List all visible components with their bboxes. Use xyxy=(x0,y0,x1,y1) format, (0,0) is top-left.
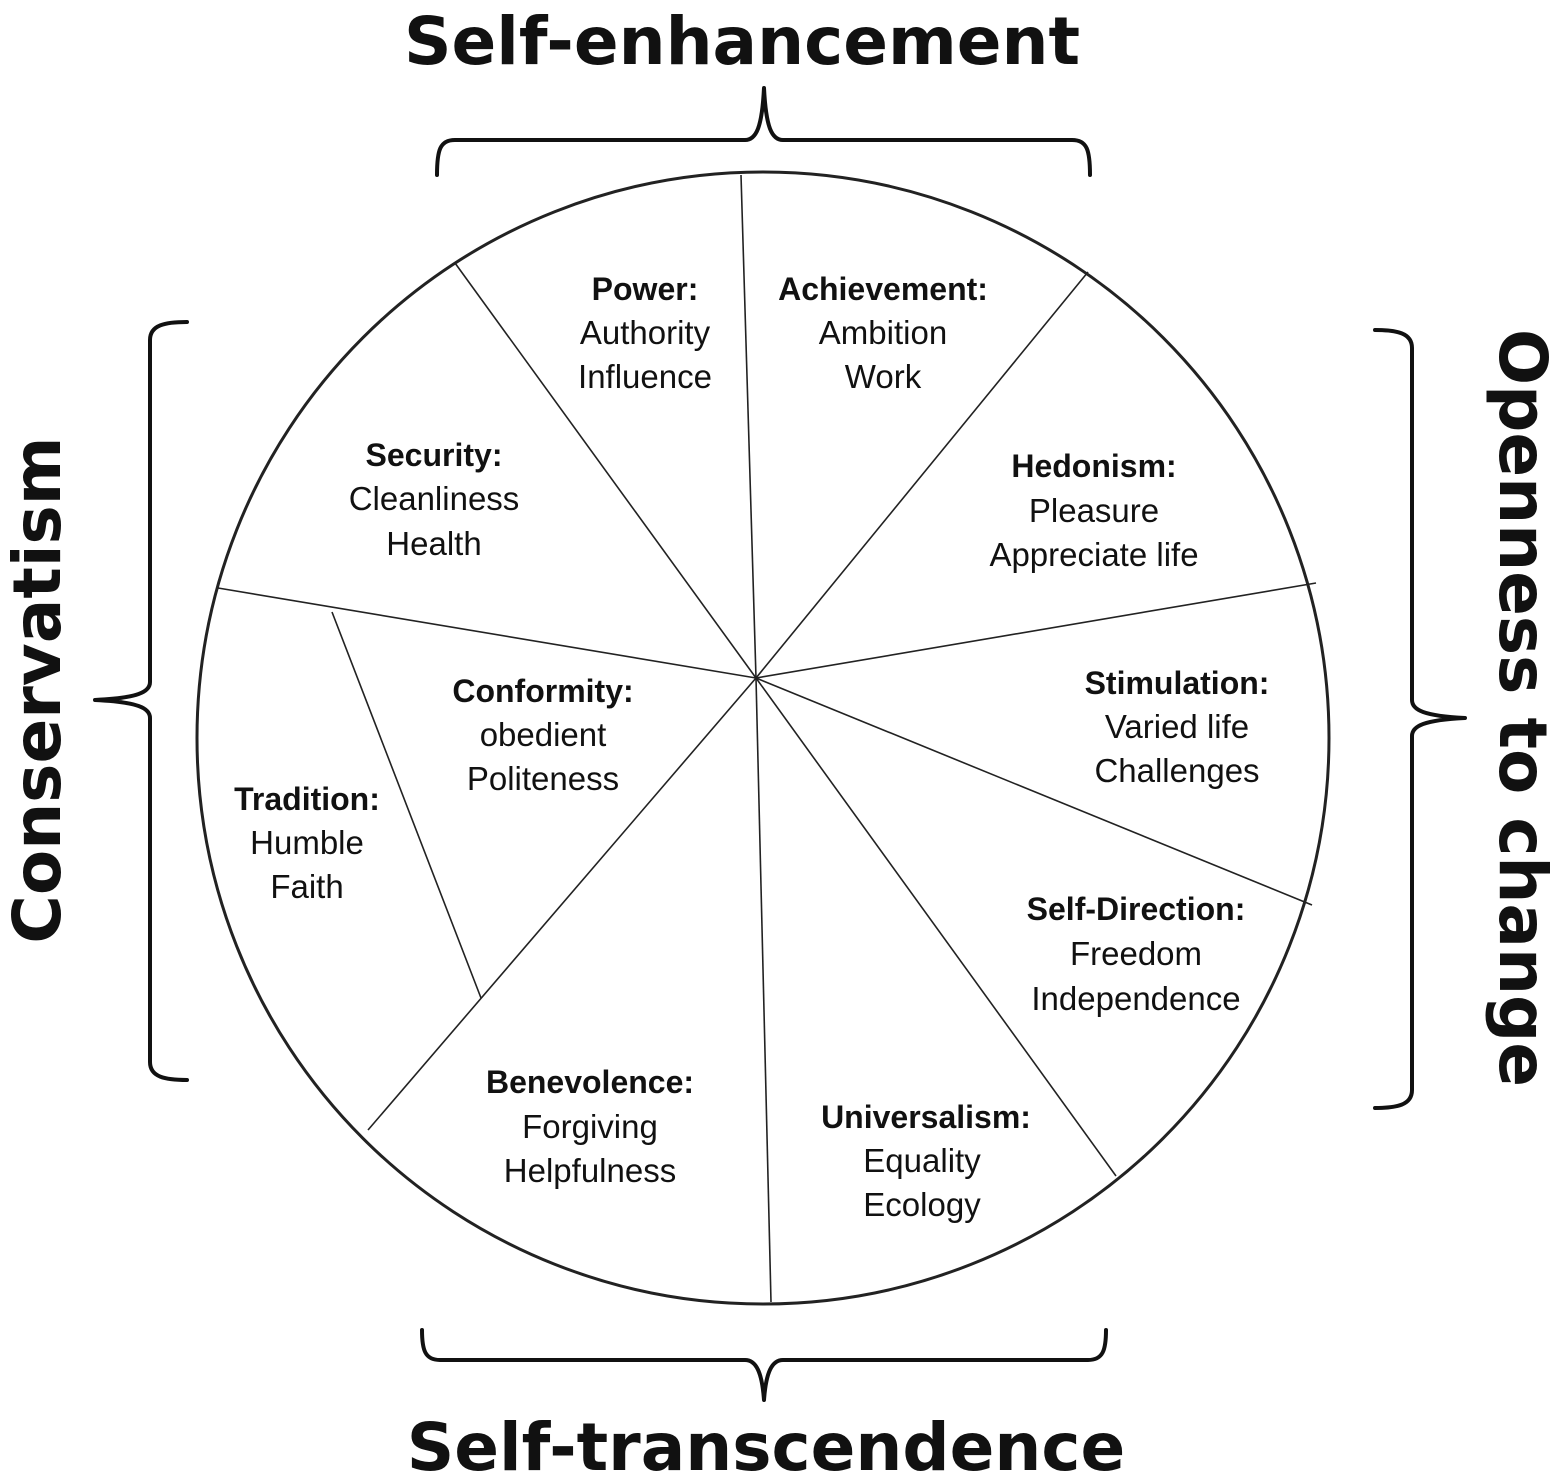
segment-item: Humble xyxy=(250,824,364,861)
segment-item: Cleanliness xyxy=(349,480,520,517)
divider-universalism-benevolence xyxy=(755,677,772,1303)
segment-item: Appreciate life xyxy=(989,536,1198,573)
segment-achievement: Achievement: Ambition Work xyxy=(778,271,988,395)
segment-item: Work xyxy=(845,358,922,395)
segment-item: Challenges xyxy=(1094,752,1259,789)
segment-universalism: Universalism: Equality Ecology xyxy=(821,1099,1031,1223)
segment-item: Ambition xyxy=(819,314,947,351)
segment-hedonism: Hedonism: Pleasure Appreciate life xyxy=(989,448,1198,573)
segment-title: Security: xyxy=(366,437,503,473)
segment-title: Achievement: xyxy=(778,271,988,307)
segment-title: Universalism: xyxy=(821,1099,1031,1135)
segment-title: Conformity: xyxy=(452,673,633,709)
segment-conformity: Conformity: obedient Politeness xyxy=(452,673,633,797)
segment-item: Freedom xyxy=(1070,935,1202,972)
brace-top xyxy=(435,86,1092,177)
dimension-title-top: Self-enhancement xyxy=(404,3,1080,80)
divider-benevolence-conformity xyxy=(367,677,757,1131)
dimension-title-bottom: Self-transcendence xyxy=(407,1409,1126,1481)
divider-selfdirection-universalism xyxy=(755,677,1117,1177)
segment-title: Power: xyxy=(592,271,699,307)
divider-tradition-conformity xyxy=(331,611,482,999)
segment-item: Influence xyxy=(578,358,712,395)
segment-dividers xyxy=(217,174,1317,1303)
segment-item: Health xyxy=(386,525,481,562)
segment-item: Faith xyxy=(270,868,343,905)
segment-item: Pleasure xyxy=(1029,492,1159,529)
segment-item: Ecology xyxy=(863,1186,981,1223)
segment-item: obedient xyxy=(480,716,607,753)
segment-item: Independence xyxy=(1031,980,1240,1017)
divider-stimulation-selfdirection xyxy=(755,677,1313,906)
segment-security: Security: Cleanliness Health xyxy=(349,437,520,562)
segment-item: Varied life xyxy=(1105,708,1249,745)
divider-power-achievement xyxy=(740,174,757,679)
segment-benevolence: Benevolence: Forgiving Helpfulness xyxy=(486,1064,694,1189)
segment-title: Benevolence: xyxy=(486,1064,694,1100)
values-circle xyxy=(195,170,1331,1306)
segment-title: Hedonism: xyxy=(1011,448,1176,484)
segment-power: Power: Authority Influence xyxy=(578,271,712,395)
brace-left xyxy=(93,320,189,1082)
segment-stimulation: Stimulation: Varied life Challenges xyxy=(1085,665,1270,789)
segment-item: Politeness xyxy=(467,760,619,797)
brace-right xyxy=(1373,328,1467,1110)
segment-item: Equality xyxy=(863,1142,981,1179)
segment-title: Stimulation: xyxy=(1085,665,1270,701)
segment-item: Authority xyxy=(580,314,711,351)
divider-conformity-security xyxy=(217,587,757,679)
divider-achievement-hedonism xyxy=(755,271,1089,679)
segment-item: Helpfulness xyxy=(504,1152,676,1189)
segment-title: Tradition: xyxy=(234,781,380,817)
dimension-title-right: Openness to change xyxy=(1484,329,1559,1087)
divider-security-power xyxy=(454,262,757,679)
brace-bottom xyxy=(420,1328,1108,1402)
segment-item: Forgiving xyxy=(522,1108,658,1145)
segment-self-direction: Self-Direction: Freedom Independence xyxy=(1027,891,1246,1017)
segment-tradition: Tradition: Humble Faith xyxy=(234,781,380,905)
divider-hedonism-stimulation xyxy=(755,582,1317,679)
dimension-title-left: Conservatism xyxy=(0,436,76,943)
segment-title: Self-Direction: xyxy=(1027,891,1246,927)
